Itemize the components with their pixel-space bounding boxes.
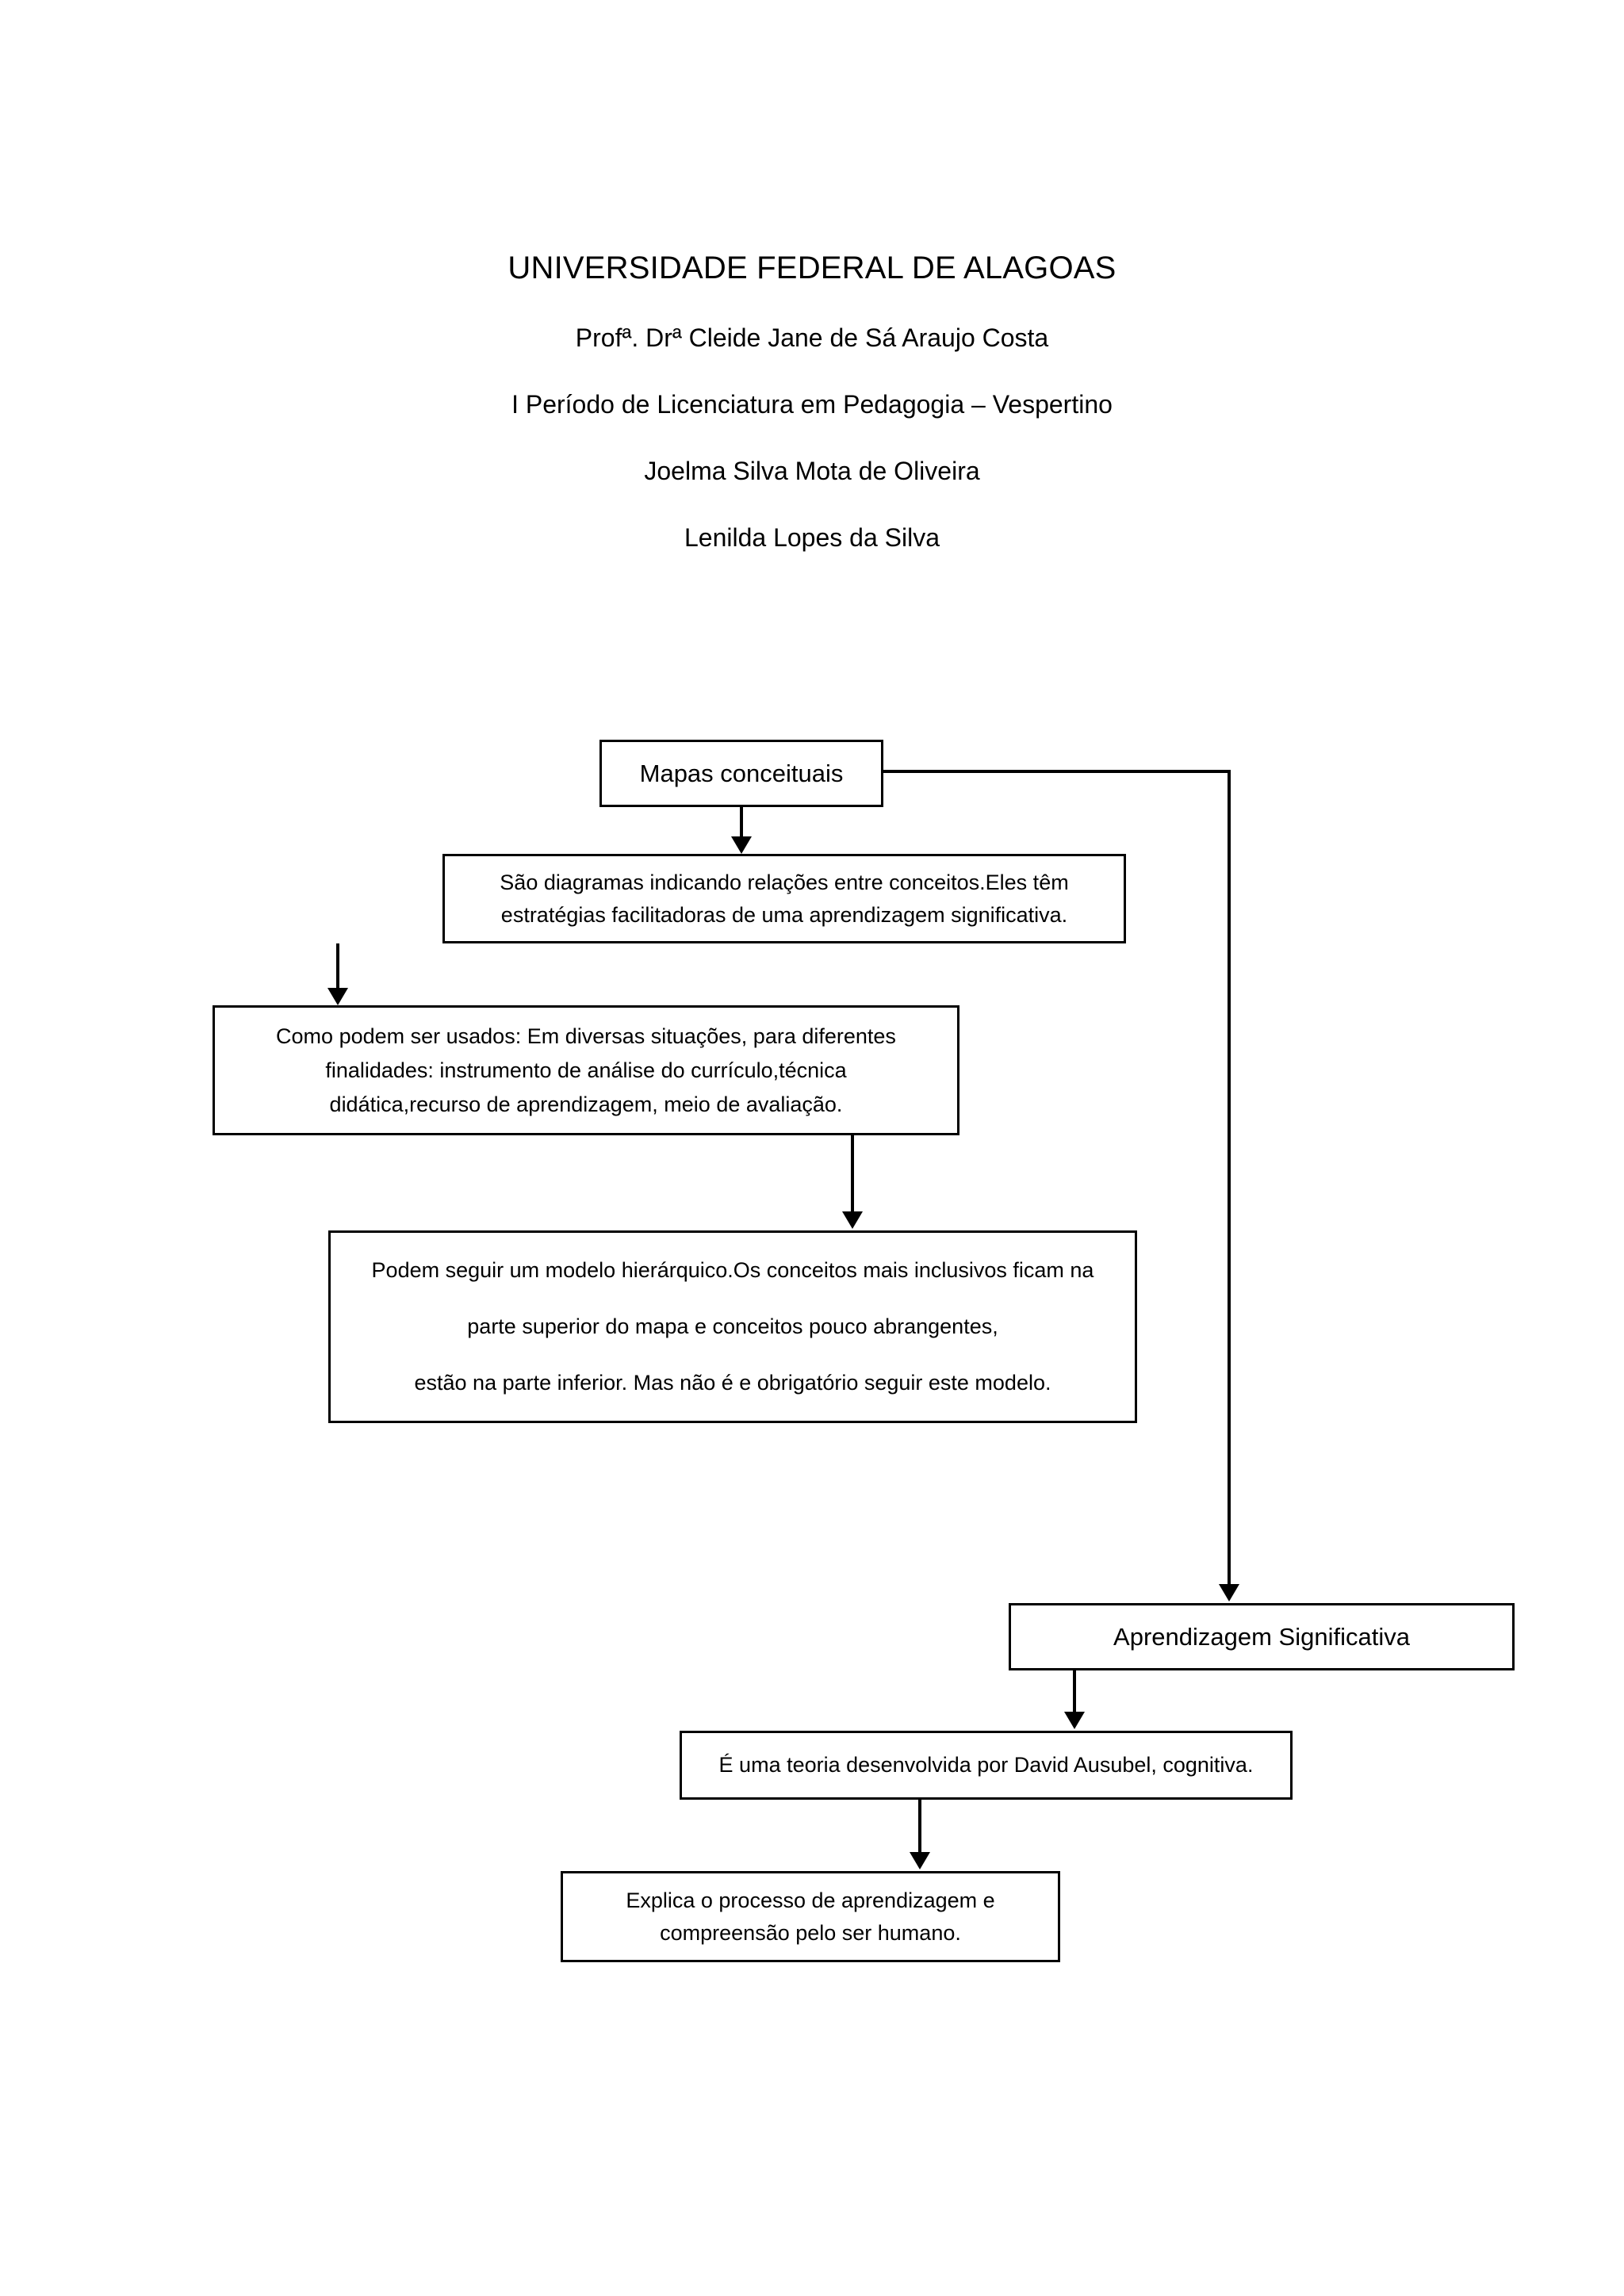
student-name-2: Lenilda Lopes da Silva [684, 523, 940, 552]
professor-name: Profª. Drª Cleide Jane de Sá Araujo Cost… [575, 323, 1049, 352]
connector-mapas-to-aprendizagem-vertical [1228, 770, 1231, 1586]
arrowhead-usados-to-hierarquico [842, 1211, 863, 1229]
arrowhead-mapas-to-aprendizagem [1219, 1584, 1239, 1601]
arrowhead-aprendizagem-to-teoria [1064, 1712, 1085, 1729]
flowchart-node-teoria-ausubel: É uma teoria desenvolvida por David Ausu… [680, 1731, 1293, 1800]
node-line: São diagramas indicando relações entre c… [500, 870, 1069, 894]
node-line: finalidades: instrumento de análise do c… [325, 1058, 847, 1082]
flowchart-node-aprendizagem-significativa: Aprendizagem Significativa [1009, 1603, 1515, 1670]
connector-mapas-to-diagramas [740, 807, 743, 839]
flowchart-node-diagramas: São diagramas indicando relações entre c… [442, 854, 1126, 943]
node-line: Como podem ser usados: Em diversas situa… [276, 1024, 896, 1048]
student-name-1: Joelma Silva Mota de Oliveira [644, 457, 980, 485]
flowchart-node-mapas-conceituais: Mapas conceituais [599, 740, 883, 807]
arrowhead-mapas-to-diagramas [731, 836, 752, 854]
node-line: compreensão pelo ser humano. [660, 1920, 961, 1945]
connector-mapas-to-aprendizagem-horizontal [883, 770, 1231, 773]
node-line: Explica o processo de aprendizagem e [626, 1888, 995, 1912]
node-line: Mapas conceituais [639, 760, 844, 787]
connector-usados-to-hierarquico [851, 1135, 854, 1213]
flowchart-node-como-podem-ser-usados: Como podem ser usados: Em diversas situa… [213, 1005, 959, 1135]
connector-teoria-to-explica [918, 1800, 921, 1854]
connector-aprendizagem-to-teoria [1073, 1670, 1076, 1713]
node-line: parte superior do mapa e conceitos pouco… [467, 1314, 998, 1338]
arrowhead-teoria-to-explica [910, 1852, 930, 1869]
node-line: Podem seguir um modelo hierárquico.Os co… [371, 1258, 1094, 1282]
node-line: É uma teoria desenvolvida por David Ausu… [718, 1753, 1254, 1777]
node-line: estratégias facilitadoras de uma aprendi… [500, 902, 1068, 927]
flowchart-node-explica-processo: Explica o processo de aprendizagem e com… [561, 1871, 1060, 1962]
arrowhead-diagramas-to-usados [327, 988, 348, 1005]
node-line: estão na parte inferior. Mas não é e obr… [414, 1371, 1051, 1395]
document-header: UNIVERSIDADE FEDERAL DE ALAGOAS Profª. D… [0, 252, 1624, 550]
institution-title: UNIVERSIDADE FEDERAL DE ALAGOAS [508, 251, 1116, 285]
node-line: Aprendizagem Significativa [1113, 1623, 1410, 1651]
course-line: I Período de Licenciatura em Pedagogia –… [511, 390, 1113, 419]
node-line: didática,recurso de aprendizagem, meio d… [329, 1092, 843, 1116]
connector-diagramas-to-usados [336, 943, 339, 989]
flowchart-node-modelo-hierarquico: Podem seguir um modelo hierárquico.Os co… [328, 1230, 1137, 1423]
